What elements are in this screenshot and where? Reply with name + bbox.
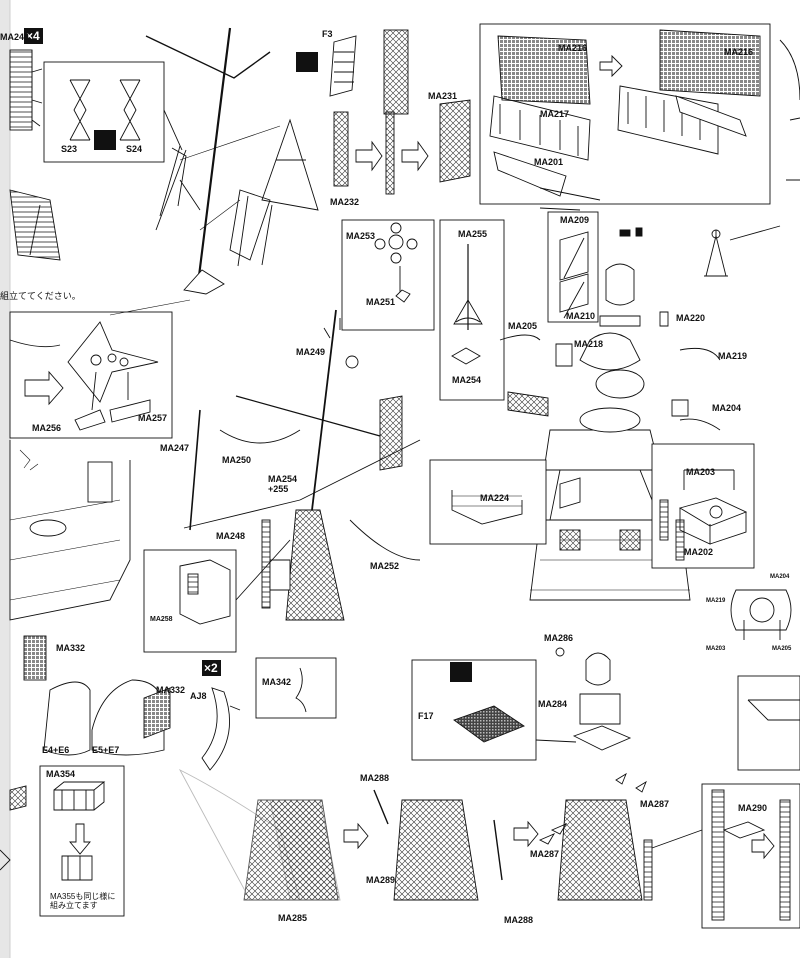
multiplier-x4: ×4 [24,28,43,44]
label-ma258: MA258 [150,616,173,623]
label-ma219: MA219 [718,351,748,361]
label-ma288-b: MA288 [504,915,534,925]
label-ma287-b: MA287 [530,849,560,859]
label-ma247: MA247 [160,443,190,453]
ma290-ladder-platform [711,789,791,921]
label-ma332-b: MA332 [156,685,186,695]
label-ma332-a: MA332 [56,643,86,653]
ma209-parts [559,231,589,319]
ma342-detail-box [255,657,337,719]
ma202-platform [659,469,748,561]
label-ma201: MA201 [534,157,564,167]
funnel-caps [23,635,241,771]
label-ma257: MA257 [138,413,168,423]
label-ma285: MA285 [278,913,308,923]
searchlight-tower-ma287 [538,647,653,901]
label-aj8: AJ8 [190,691,207,701]
ma244-ladder-part [9,49,43,131]
label-ma224: MA224 [480,493,510,503]
label-ma251: MA251 [366,297,396,307]
f17-detail-box [411,659,537,761]
railing-panels [489,29,761,201]
label-ma255: MA255 [458,229,488,239]
label-sm-ma205: MA205 [772,646,792,652]
label-e5-e7: E5+E7 [92,745,120,755]
label-ma288-a: MA288 [360,773,390,783]
label-ma220: MA220 [676,313,706,323]
label-ma202: MA202 [684,547,714,557]
multiplier-x2: ×2 [202,660,221,676]
label-ma284: MA284 [538,699,568,709]
label-ma355-note: MA355も同じ様に組み立てます [50,892,116,911]
label-ma253: MA253 [346,231,376,241]
bridge-tower [499,207,781,601]
label-ma216-a: MA216 [558,43,588,53]
label-ma354: MA354 [46,769,76,779]
label-ma216-b: MA216 [724,47,754,57]
label-sm-ma204: MA204 [770,574,790,580]
ma253-hub [374,222,418,303]
stairway-part [9,189,61,261]
ma354-parts [53,781,106,881]
label-ma249: MA249 [296,347,326,357]
label-ma254-255: MA254 +255 [268,474,298,495]
ring-platform-detail [730,589,792,640]
label-s24: S24 [126,144,143,154]
label-ma342: MA342 [262,677,292,687]
label-sm-ma219: MA219 [706,598,726,604]
label-f17: F17 [418,711,434,721]
triangular-platform-part [67,321,159,431]
label-ma217: MA217 [540,109,570,119]
label-ma252: MA252 [370,561,400,571]
ma255-detail-box [439,219,505,401]
ma253-detail-box [341,219,435,331]
label-ma218: MA218 [574,339,604,349]
label-ma205: MA205 [508,321,538,331]
s23-s24-legs [69,79,141,141]
tripod-mast [109,27,319,316]
label-ma250: MA250 [222,455,252,465]
searchlight-tower-ma285 [243,799,369,901]
label-ma254: MA254 [452,375,482,385]
label-ma286: MA286 [544,633,574,643]
ma255-mast [451,244,483,365]
radar-lattice-assembly [329,29,471,195]
label-sm-ma203: MA203 [706,646,726,652]
label-ma289: MA289 [366,875,396,885]
foremast-lattice [183,309,421,621]
label-s23: S23 [61,144,78,154]
label-ma290: MA290 [738,803,768,813]
label-ma204: MA204 [712,403,742,413]
label-ma210: MA210 [566,311,596,321]
label-f3: F3 [322,29,333,39]
japanese-note: 組立ててください。 [0,291,81,301]
label-ma209: MA209 [560,215,590,225]
label-ma232: MA232 [330,197,360,207]
label-ma287-a: MA287 [640,799,670,809]
label-ma231: MA231 [428,91,458,101]
pe-badges [94,52,472,682]
label-ma244: MA244 [0,32,30,42]
hull-deck-left [9,440,131,621]
label-ma203: MA203 [686,467,716,477]
label-ma248: MA248 [216,531,246,541]
label-ma256: MA256 [32,423,62,433]
searchlight-tower-ma288 [373,789,539,901]
ma224-detail-box [429,459,547,545]
label-e4-e6: E4+E6 [42,745,70,755]
